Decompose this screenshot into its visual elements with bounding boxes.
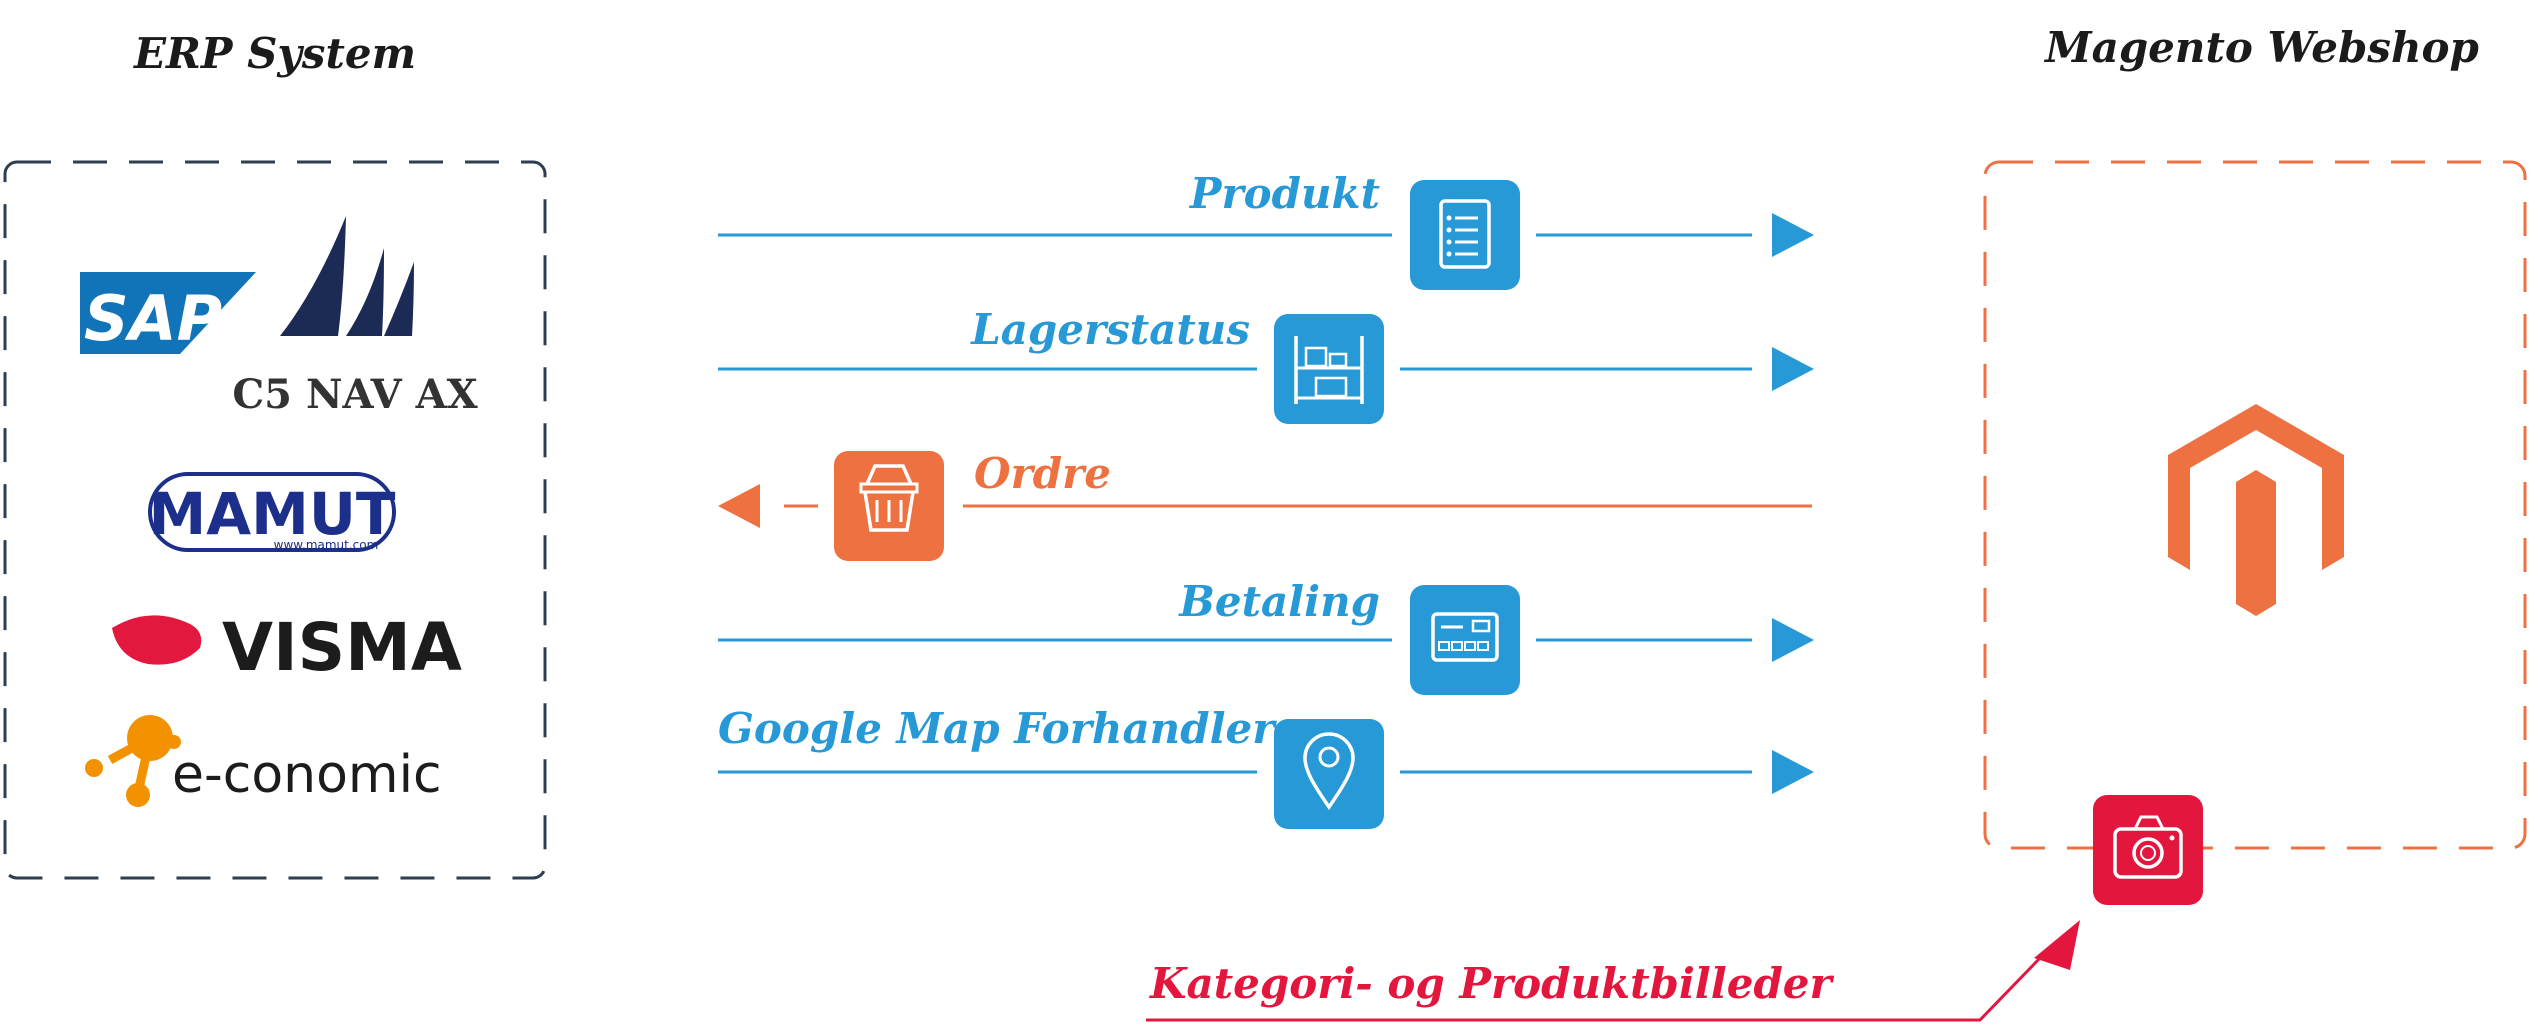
flow-label-betaling: Betaling	[1178, 577, 1380, 626]
flow-label-ordre: Ordre	[974, 449, 1111, 498]
erp-box	[3, 160, 547, 880]
economic-logo: e-conomic	[85, 715, 442, 807]
basket-icon	[834, 451, 944, 561]
mamut-logo-text: MAMUT	[149, 480, 396, 548]
erp-title: ERP System	[133, 29, 416, 78]
map-pin-icon	[1274, 719, 1384, 829]
webshop-title: Magento Webshop	[2043, 23, 2479, 72]
flow-label-produkt: Produkt	[1189, 169, 1380, 218]
flow-betaling: Betaling	[718, 577, 1814, 695]
dynamics-sails-logo	[280, 216, 414, 336]
warehouse-shelf-icon	[1274, 314, 1384, 424]
arrow-head-right	[1772, 213, 1814, 257]
payment-card-icon	[1410, 585, 1520, 695]
flow-ordre: Ordre	[718, 449, 1812, 561]
economic-logo-text: e-conomic	[172, 745, 442, 805]
flow-images: Kategori- og Produktbilleder	[1146, 795, 2203, 1022]
flow-label-images: Kategori- og Produktbilleder	[1149, 959, 1835, 1008]
flow-google-map: Google Map Forhandlere	[718, 704, 1814, 829]
arrow-head-left	[718, 484, 760, 528]
visma-logo-text: VISMA	[222, 609, 462, 686]
webshop-box	[1983, 160, 2527, 850]
arrow-head-right	[1772, 347, 1814, 391]
visma-logo: VISMA	[112, 609, 462, 686]
arrow-head-right	[1772, 618, 1814, 662]
arrow-head-diagonal	[2034, 920, 2080, 970]
flow-lagerstatus: Lagerstatus	[718, 305, 1814, 424]
flow-produkt: Produkt	[718, 169, 1814, 290]
flow-label-lagerstatus: Lagerstatus	[970, 305, 1250, 354]
document-list-icon	[1410, 180, 1520, 290]
flow-label-google-map: Google Map Forhandlere	[718, 704, 1301, 753]
sap-logo: SAP	[80, 272, 256, 355]
camera-icon	[2093, 795, 2203, 905]
sap-logo-text: SAP	[84, 282, 222, 355]
mamut-url-text: www.mamut.com	[274, 538, 379, 552]
c5-nav-ax-label: C5 NAV AX	[232, 371, 477, 418]
arrow-head-right	[1772, 750, 1814, 794]
mamut-logo: MAMUT www.mamut.com	[148, 472, 396, 552]
magento-icon	[2168, 404, 2344, 616]
